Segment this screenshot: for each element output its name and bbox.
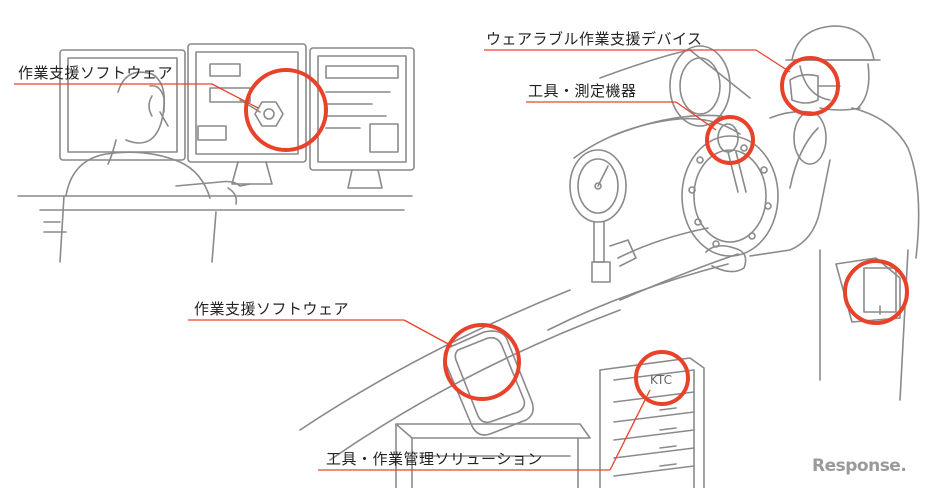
field-worker: [705, 25, 920, 401]
highlight-software-monitor: [244, 68, 328, 152]
highlight-circles: [244, 56, 909, 406]
highlight-ktc-cabinet: [634, 350, 690, 406]
highlight-wearable: [780, 56, 840, 116]
label-tool-management: 工具・作業管理ソリューション: [326, 450, 543, 468]
pipe-machinery: [299, 45, 827, 461]
ktc-brand-text: KTC: [650, 373, 672, 387]
response-watermark: Response.: [812, 456, 907, 476]
label-wearable-device: ウェアラブル作業支援デバイス: [486, 30, 703, 48]
label-software-top: 作業支援ソフトウェア: [18, 64, 174, 82]
label-software-bottom: 作業支援ソフトウェア: [194, 300, 350, 318]
highlight-tablet: [443, 323, 521, 401]
operator-workstation: [17, 43, 415, 263]
label-tools-measuring: 工具・測定機器: [528, 82, 637, 100]
highlight-device-belt: [843, 259, 909, 325]
leader-lines: [14, 49, 791, 471]
highlight-tool: [705, 115, 755, 165]
tablet-station: [395, 330, 591, 488]
